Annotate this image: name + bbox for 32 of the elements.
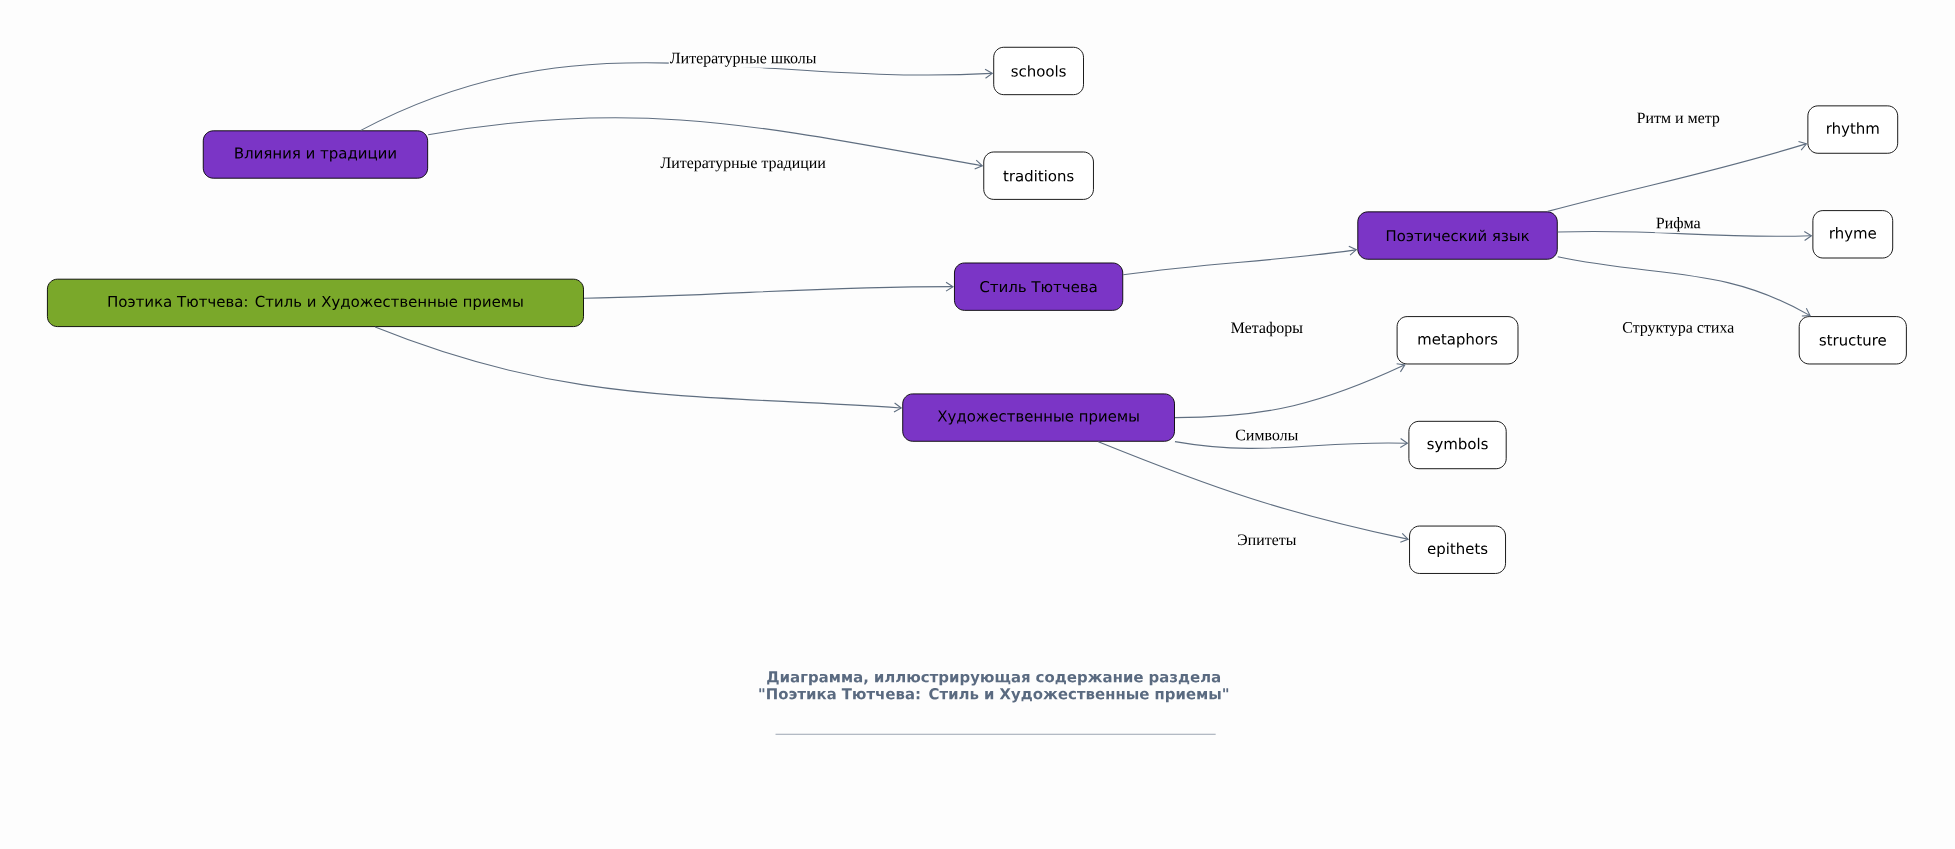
leaf-box: symbols: [1408, 420, 1507, 470]
leaf-box: metaphors: [1396, 316, 1519, 365]
arrow: [374, 326, 903, 413]
topic-box: Стиль Тютчева: [954, 262, 1124, 311]
arrow: [1547, 140, 1808, 212]
arrow: [1174, 363, 1406, 419]
caption: Диаграмма, иллюстрирующая содержание раздела "Поэтика Тютчева: Стиль и Художественные приемы": [759, 671, 1229, 703]
edge-label: Литературные школы: [669, 52, 817, 67]
root-box: Поэтика Тютчева: Стиль и Художественные приемы: [46, 278, 584, 328]
leaf-box: epithets: [1409, 525, 1506, 574]
edge-label: Структура стиха: [1622, 322, 1735, 337]
edge-label: Литературные традиции: [660, 157, 826, 172]
leaf-box: rhythm: [1807, 105, 1899, 154]
arrow: [427, 117, 984, 170]
arrow: [583, 281, 954, 299]
arrow: [1174, 438, 1409, 449]
leaf-box: structure: [1798, 316, 1907, 365]
arrow: [1122, 245, 1358, 276]
topic-box: Поэтический язык: [1357, 211, 1558, 260]
edge-label: Эпитеты: [1238, 534, 1297, 546]
edge-label: Ритм и метр: [1637, 112, 1720, 127]
arrow: [1557, 256, 1811, 317]
edge-label: Рифма: [1656, 217, 1701, 232]
leaf-box: rhyme: [1812, 210, 1894, 259]
leaf-box: traditions: [983, 151, 1094, 200]
leaf-box: schools: [993, 46, 1084, 96]
edge-label: Метафоры: [1231, 321, 1303, 337]
arrow: [1557, 230, 1813, 241]
arrow: [1097, 441, 1410, 543]
edge-label: Символы: [1235, 429, 1298, 441]
topic-box: Влияния и традиции: [202, 130, 429, 179]
topic-box: Художественные приемы: [902, 393, 1175, 442]
